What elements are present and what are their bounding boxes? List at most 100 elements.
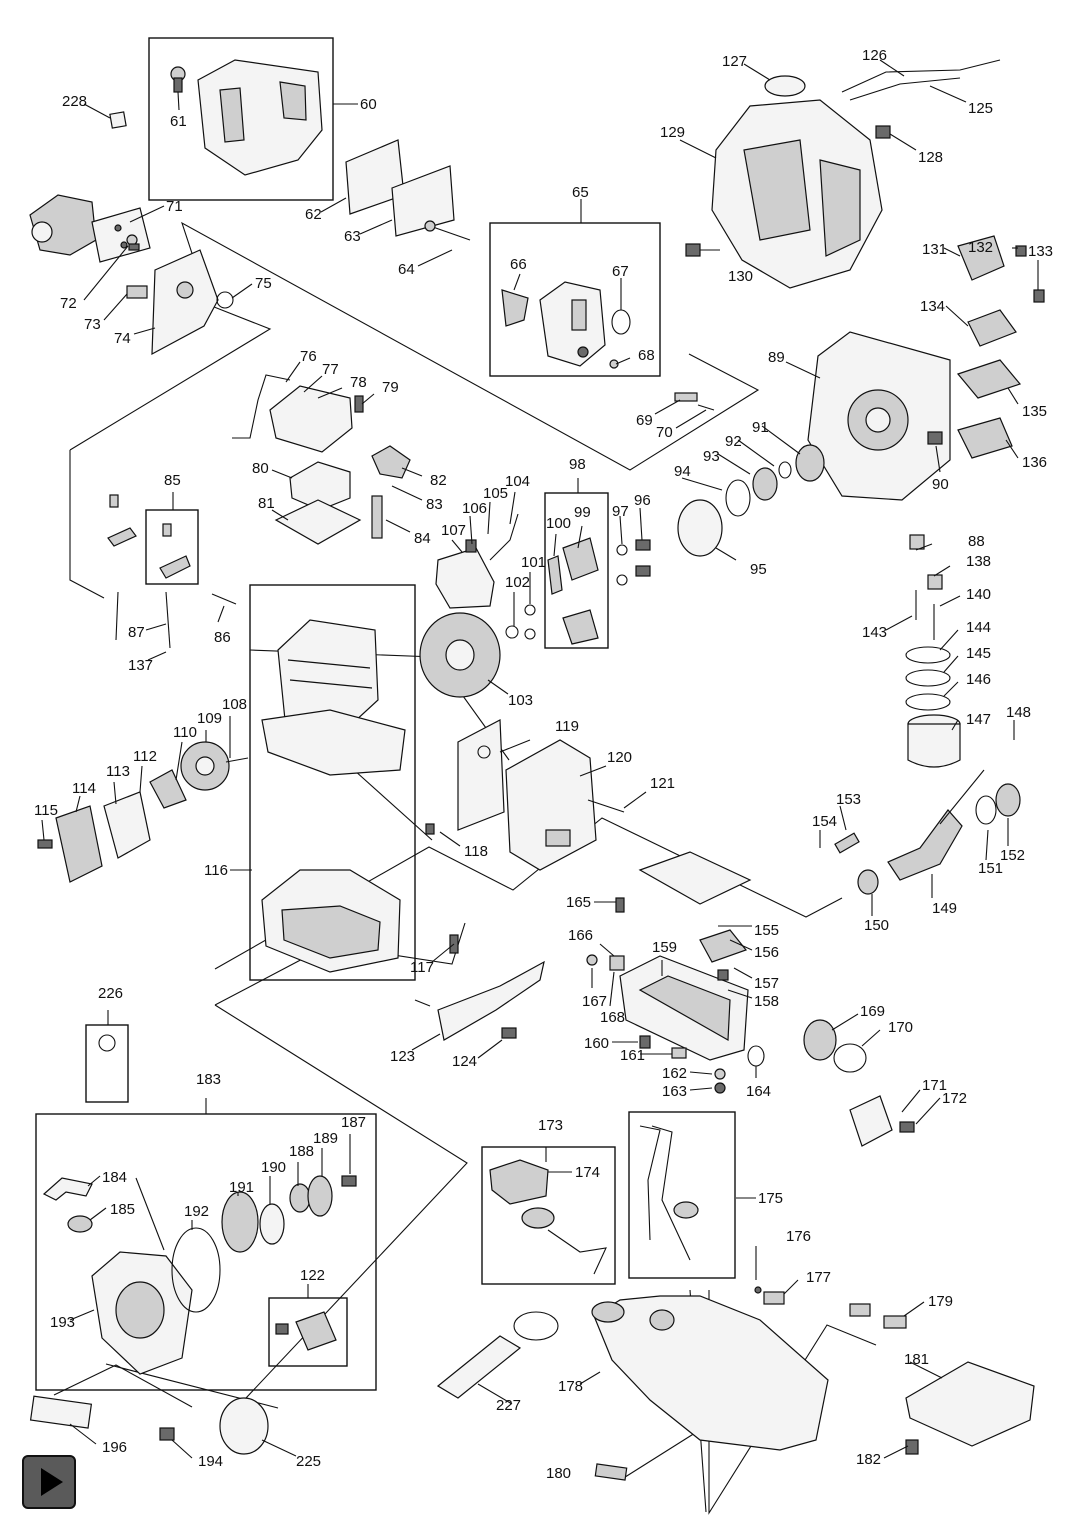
label-191: 191 xyxy=(229,1179,254,1196)
play-button[interactable] xyxy=(22,1455,76,1509)
part-96-97-washers xyxy=(616,539,651,586)
part-155-gasket xyxy=(638,851,752,905)
label-70: 70 xyxy=(656,424,673,441)
label-165: 165 xyxy=(566,894,591,911)
label-140: 140 xyxy=(966,586,991,603)
part-150-153-bearings xyxy=(834,783,1021,895)
part-144-146-rings xyxy=(905,646,951,711)
label-162: 162 xyxy=(662,1065,687,1082)
label-170: 170 xyxy=(888,1019,913,1036)
label-168: 168 xyxy=(600,1009,625,1026)
label-80: 80 xyxy=(252,460,269,477)
part-179-grommet xyxy=(849,1303,907,1329)
label-184: 184 xyxy=(102,1169,127,1186)
label-119: 119 xyxy=(555,718,579,735)
part-175-fuel-lines xyxy=(639,1125,699,1261)
part-165-168-fittings xyxy=(586,897,625,971)
label-164: 164 xyxy=(746,1083,771,1100)
part-176-177-filter xyxy=(754,1286,785,1305)
label-150: 150 xyxy=(864,917,889,934)
label-176: 176 xyxy=(786,1228,811,1245)
label-189: 189 xyxy=(313,1130,338,1147)
label-147: 147 xyxy=(966,711,991,728)
part-108-109-110-gear xyxy=(149,741,249,809)
label-228: 228 xyxy=(62,93,87,110)
label-98: 98 xyxy=(569,456,586,473)
label-185: 185 xyxy=(110,1201,135,1218)
label-68: 68 xyxy=(638,347,655,364)
label-226: 226 xyxy=(98,985,123,1002)
part-engine-cylinder xyxy=(261,619,406,776)
label-73: 73 xyxy=(84,316,101,333)
label-78: 78 xyxy=(350,374,367,391)
label-120: 120 xyxy=(607,749,632,766)
label-108: 108 xyxy=(222,696,247,713)
group-box-175 xyxy=(628,1111,736,1279)
label-84: 84 xyxy=(414,530,431,547)
label-158: 158 xyxy=(754,993,779,1010)
label-132: 132 xyxy=(968,239,993,256)
label-145: 145 xyxy=(966,645,991,662)
label-177: 177 xyxy=(806,1269,831,1286)
label-63: 63 xyxy=(344,228,361,245)
group-box-98 xyxy=(544,492,609,649)
label-135: 135 xyxy=(1022,403,1047,420)
label-115: 115 xyxy=(34,802,58,819)
part-61-screw xyxy=(170,66,186,93)
label-146: 146 xyxy=(966,671,991,688)
part-157-158-fittings xyxy=(639,929,765,1094)
part-103-flywheel xyxy=(419,612,501,698)
label-179: 179 xyxy=(928,1293,953,1310)
label-62: 62 xyxy=(305,206,322,223)
part-147-piston xyxy=(907,714,961,768)
part-188-191-reel xyxy=(221,1175,357,1253)
part-125-126-wires xyxy=(841,59,1001,101)
label-64: 64 xyxy=(398,261,415,278)
part-number-labels: 228 61 60 62 63 64 65 66 67 68 69 70 71 … xyxy=(34,47,1053,1482)
group-box-60 xyxy=(148,37,334,201)
part-91-95-clutch xyxy=(677,444,825,557)
label-93: 93 xyxy=(703,448,720,465)
part-194-bolt xyxy=(159,1427,175,1441)
group-box-183 xyxy=(35,1113,377,1391)
label-102: 102 xyxy=(505,574,530,591)
label-188: 188 xyxy=(289,1143,314,1160)
part-228-label xyxy=(109,111,127,129)
label-95: 95 xyxy=(750,561,767,578)
label-86: 86 xyxy=(214,629,231,646)
label-181: 181 xyxy=(904,1351,929,1368)
label-156: 156 xyxy=(754,944,779,961)
group-box-116 xyxy=(249,584,416,981)
part-76-hose xyxy=(232,374,291,439)
label-151: 151 xyxy=(978,860,1003,877)
part-86-pin xyxy=(211,593,237,605)
label-172: 172 xyxy=(942,1090,967,1107)
group-box-173 xyxy=(481,1146,616,1285)
part-72-screw xyxy=(126,234,140,251)
part-124-bolt xyxy=(501,1027,517,1039)
label-167: 167 xyxy=(582,993,607,1010)
label-83: 83 xyxy=(426,496,443,513)
label-178: 178 xyxy=(558,1378,583,1395)
label-131: 131 xyxy=(922,241,947,258)
label-187: 187 xyxy=(341,1114,366,1131)
part-80-head xyxy=(289,461,351,511)
label-152: 152 xyxy=(1000,847,1025,864)
part-169-172-gear-head xyxy=(803,1019,915,1147)
label-130: 130 xyxy=(728,268,753,285)
label-109: 109 xyxy=(197,710,222,727)
leader-lines xyxy=(41,59,1039,1459)
label-143: 143 xyxy=(862,624,887,641)
part-119-heat-shield xyxy=(457,719,505,831)
label-113: 113 xyxy=(106,763,130,780)
label-153: 153 xyxy=(836,791,861,808)
label-133: 133 xyxy=(1028,243,1053,260)
label-85: 85 xyxy=(164,472,181,489)
label-82: 82 xyxy=(430,472,447,489)
part-74-plate xyxy=(151,249,219,356)
part-85-rockers xyxy=(107,494,191,579)
group-box-65 xyxy=(489,222,661,377)
label-190: 190 xyxy=(261,1159,286,1176)
group-box-85 xyxy=(145,509,199,585)
label-103: 103 xyxy=(508,692,533,709)
